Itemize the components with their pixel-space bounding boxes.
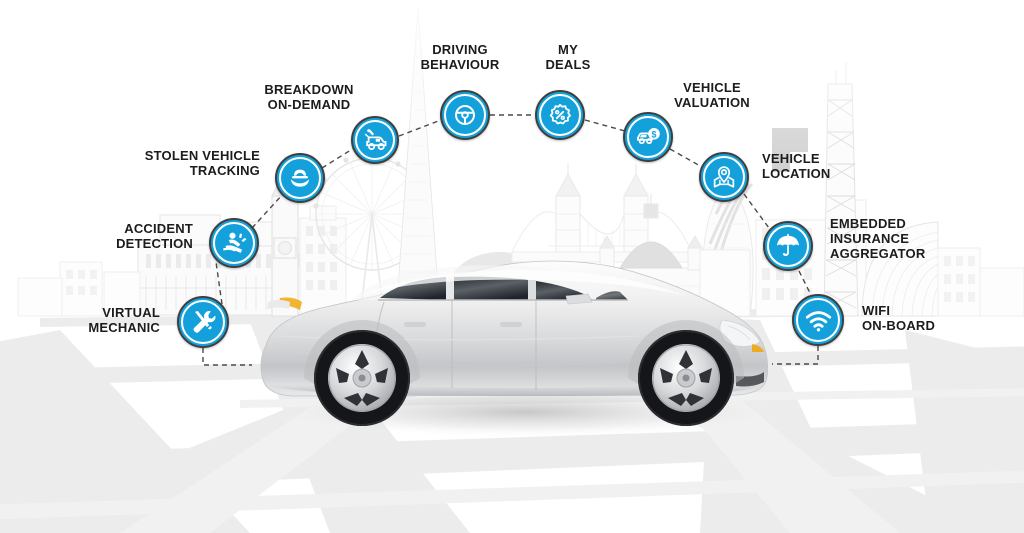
police-cap-icon bbox=[290, 169, 310, 187]
silver-sedan-side-view bbox=[260, 260, 790, 438]
right-bracket bbox=[772, 346, 819, 365]
node-wifi-on-board[interactable] bbox=[792, 294, 844, 346]
car-dollar-icon: $ bbox=[636, 128, 660, 145]
front-wheel bbox=[638, 330, 734, 426]
steering-wheel-icon bbox=[455, 105, 475, 125]
node-accident-detection[interactable] bbox=[209, 218, 259, 268]
label-vehicle-valuation: VEHICLE VALUATION bbox=[674, 80, 750, 111]
label-my-deals: MY DEALS bbox=[545, 42, 591, 73]
label-embedded-insurance-aggregator: EMBEDDED INSURANCE AGGREGATOR bbox=[830, 216, 926, 262]
label-virtual-mechanic: VIRTUAL MECHANIC bbox=[88, 305, 160, 336]
map-pin-icon bbox=[713, 166, 735, 188]
node-stolen-vehicle-tracking[interactable] bbox=[275, 153, 325, 203]
node-vehicle-valuation[interactable]: $ bbox=[623, 112, 673, 162]
rear-wheel bbox=[314, 330, 410, 426]
left-bracket bbox=[202, 348, 252, 366]
node-virtual-mechanic[interactable] bbox=[177, 296, 229, 348]
label-stolen-vehicle-tracking: STOLEN VEHICLE TRACKING bbox=[144, 148, 260, 179]
label-accident-detection: ACCIDENT DETECTION bbox=[116, 221, 193, 252]
wrench-screwdriver-icon bbox=[193, 310, 216, 333]
wifi-icon bbox=[805, 310, 831, 331]
node-driving-behaviour[interactable] bbox=[440, 90, 490, 140]
node-embedded-insurance-aggregator[interactable] bbox=[763, 221, 813, 271]
label-breakdown-on-demand: BREAKDOWN ON-DEMAND bbox=[264, 82, 354, 113]
umbrella-icon bbox=[776, 233, 800, 256]
label-driving-behaviour: DRIVING BEHAVIOUR bbox=[420, 42, 500, 73]
airbag-crash-icon bbox=[222, 232, 246, 253]
svg-text:$: $ bbox=[652, 130, 657, 140]
label-vehicle-location: VEHICLE LOCATION bbox=[762, 151, 831, 182]
node-vehicle-location[interactable] bbox=[699, 152, 749, 202]
discount-badge-icon bbox=[549, 103, 571, 125]
tow-truck-icon bbox=[364, 129, 387, 151]
connector-segments bbox=[215, 114, 812, 305]
label-wifi-on-board: WIFI ON-BOARD bbox=[862, 303, 936, 334]
node-breakdown-on-demand[interactable] bbox=[351, 116, 399, 164]
node-my-deals[interactable] bbox=[535, 90, 585, 140]
